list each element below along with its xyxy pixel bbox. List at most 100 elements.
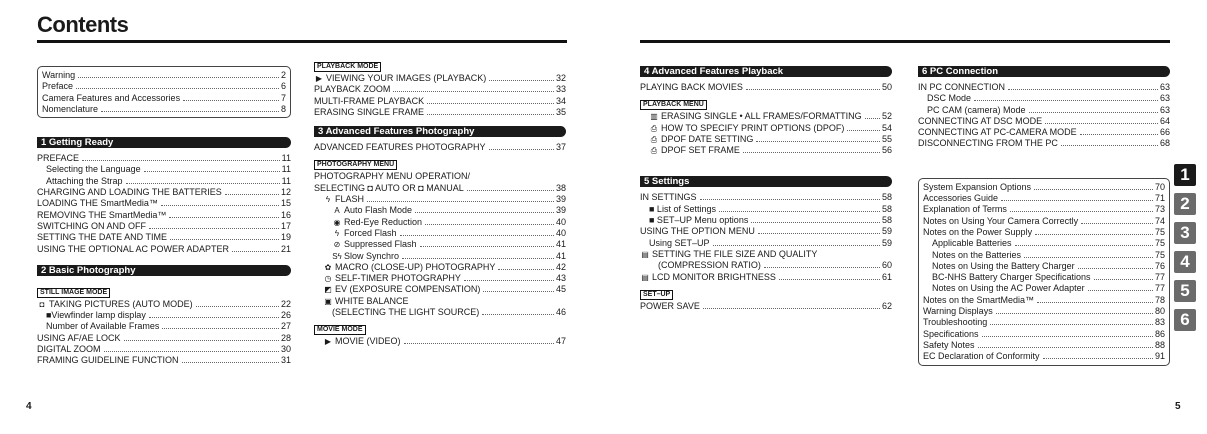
erase-icon: ▥ [650, 112, 658, 122]
toc-entry[interactable]: ▶MOVIE (VIDEO)47 [314, 336, 566, 347]
chapter-tab-6[interactable]: 6 [1174, 309, 1196, 331]
toc-entry[interactable]: PHOTOGRAPHY MENU OPERATION/ [314, 171, 566, 182]
toc-entry[interactable]: ▶VIEWING YOUR IMAGES (PLAYBACK)32 [314, 73, 566, 84]
toc-entry[interactable]: ▤SETTING THE FILE SIZE AND QUALITY [640, 249, 892, 260]
toc-entry-title: ■Viewfinder lamp display [46, 310, 146, 321]
toc-entry-title: SWITCHING ON AND OFF [37, 220, 146, 231]
chapter-tab-2[interactable]: 2 [1174, 193, 1196, 215]
chapter-tab-1[interactable]: 1 [1174, 164, 1196, 186]
toc-entry-title: IN SETTINGS [640, 192, 697, 203]
toc-entry-page: 19 [280, 232, 291, 243]
dot-leader [419, 246, 554, 248]
toc-entry-page: 22 [280, 298, 291, 309]
dot-leader [148, 317, 279, 319]
toc-entry-title: CONNECTING AT DSC MODE [918, 115, 1043, 126]
toc-entry-title: ERASING SINGLE FRAME [314, 106, 425, 117]
dot-leader [699, 199, 880, 201]
toc-entry-title: ERASING SINGLE • ALL FRAMES/FORMATTING [661, 111, 862, 122]
chapter-tab-5[interactable]: 5 [1174, 280, 1196, 302]
toc-entry[interactable]: ◘TAKING PICTURES (AUTO MODE)22 [37, 299, 291, 310]
toc-entry[interactable]: ▣WHITE BALANCE [314, 296, 566, 307]
chapter-tab-3[interactable]: 3 [1174, 222, 1196, 244]
toc-entry[interactable]: ⎙HOW TO SPECIFY PRINT OPTIONS (DPOF)54 [640, 123, 892, 134]
dot-leader [702, 307, 880, 309]
toc-entry-page: 11 [281, 153, 291, 164]
chapter-tab-4[interactable]: 4 [1174, 251, 1196, 273]
toc-entry[interactable]: (SELECTING THE LIGHT SOURCE)46 [314, 307, 566, 318]
toc-entry[interactable]: (COMPRESSION RATIO)60 [640, 260, 892, 271]
toc-entry-page: 62 [881, 300, 892, 311]
toc-entry[interactable]: ◩EV (EXPOSURE COMPENSATION)45 [314, 284, 566, 295]
toc-entry-page: 17 [280, 220, 291, 231]
camera-icon: ◘ [39, 299, 45, 309]
toc-entry[interactable]: SWITCHING ON AND OFF 17 [37, 221, 291, 232]
dot-leader [1034, 188, 1153, 190]
